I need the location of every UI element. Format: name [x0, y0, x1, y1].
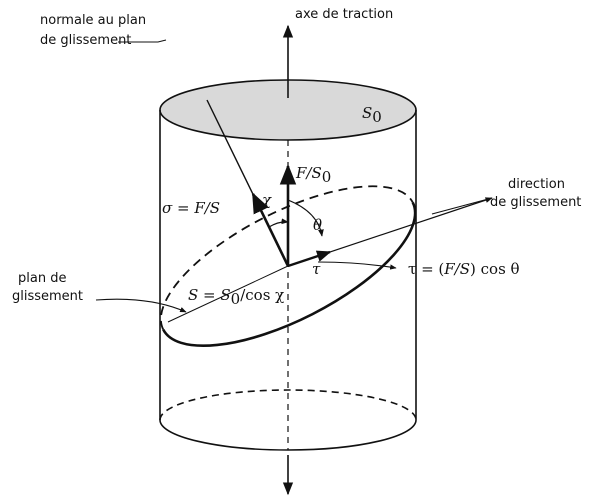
slip-direction — [167, 197, 493, 323]
sigma-label: σ = F/S — [162, 199, 220, 217]
cylinder-bottom-front — [159, 419, 417, 451]
area-equation: S = S0/cos χ — [188, 286, 284, 308]
normal-label-line1: normale au plan — [40, 13, 146, 28]
cylinder-bottom-back — [159, 389, 417, 421]
slip-plane — [159, 185, 417, 348]
force-label: F/S0 — [295, 164, 331, 186]
leader-lines — [95, 39, 493, 313]
sigma-vector — [251, 192, 290, 267]
plane-label-line2: glissement — [12, 289, 83, 304]
normal-label-leader — [118, 39, 167, 43]
direction-label-line1: direction — [508, 177, 565, 192]
plane-label-line1: plan de — [18, 271, 66, 286]
slip-direction-thin-line — [167, 265, 289, 323]
axis-label: axe de traction — [295, 7, 393, 22]
top-area-label: S0 — [362, 104, 382, 126]
direction-label-line2: de glissement — [490, 195, 581, 210]
tau-label: τ — [312, 260, 321, 278]
direction-label-leader — [431, 197, 493, 215]
tau-eq-leader — [317, 261, 397, 270]
chi-label: χ — [261, 191, 272, 209]
slip-plane-front-edge — [162, 201, 417, 348]
theta-angle-arc — [287, 199, 324, 237]
plane-label-leader — [95, 298, 187, 313]
tau-component-arrow — [287, 250, 332, 268]
theta-label: θ — [313, 216, 322, 234]
chi-angle-arc — [268, 218, 289, 228]
slip-plane-back-edge — [159, 185, 414, 330]
slip-plane-normal — [206, 99, 290, 267]
normal-label-line2: de glissement — [40, 33, 131, 48]
tau-equation: τ = (F/S) cos θ — [408, 260, 520, 278]
